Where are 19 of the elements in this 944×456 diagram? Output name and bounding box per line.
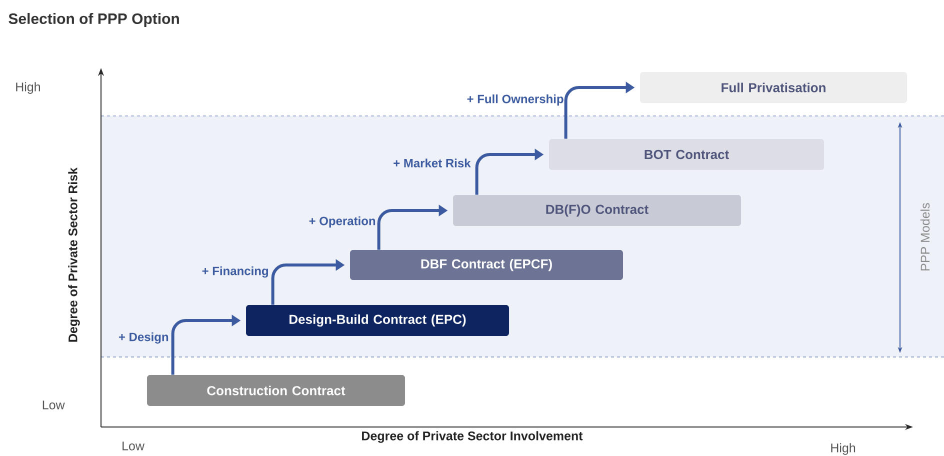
process-box: DBF Contract (EPCF)	[350, 250, 623, 280]
edge-label: + Market Risk	[394, 158, 471, 168]
title: Selection of PPP Option	[8, 13, 179, 27]
axis-label: Low	[122, 442, 144, 450]
edge-label: + Design	[118, 332, 168, 344]
process-box: DB(F)O Contract	[453, 195, 741, 226]
axis-label: Degree of Private Sector Involvement	[362, 431, 583, 443]
edge-label: + Financing	[202, 266, 268, 278]
edge-label: + Full Ownership	[467, 94, 564, 106]
axis-label: PPP Models	[920, 203, 930, 270]
process-box: Full Privatisation	[640, 72, 907, 103]
axis-label: Low	[42, 400, 65, 410]
process-box: Construction Contract	[147, 375, 405, 406]
axis-label: High	[831, 443, 856, 455]
axis-label: High	[16, 82, 40, 94]
process-box: Design-Build Contract (EPC)	[246, 305, 509, 336]
axis-label: Degree of Private Sector Risk	[68, 167, 80, 342]
process-box: BOT Contract	[549, 139, 824, 170]
edge-label: + Operation	[309, 216, 376, 228]
